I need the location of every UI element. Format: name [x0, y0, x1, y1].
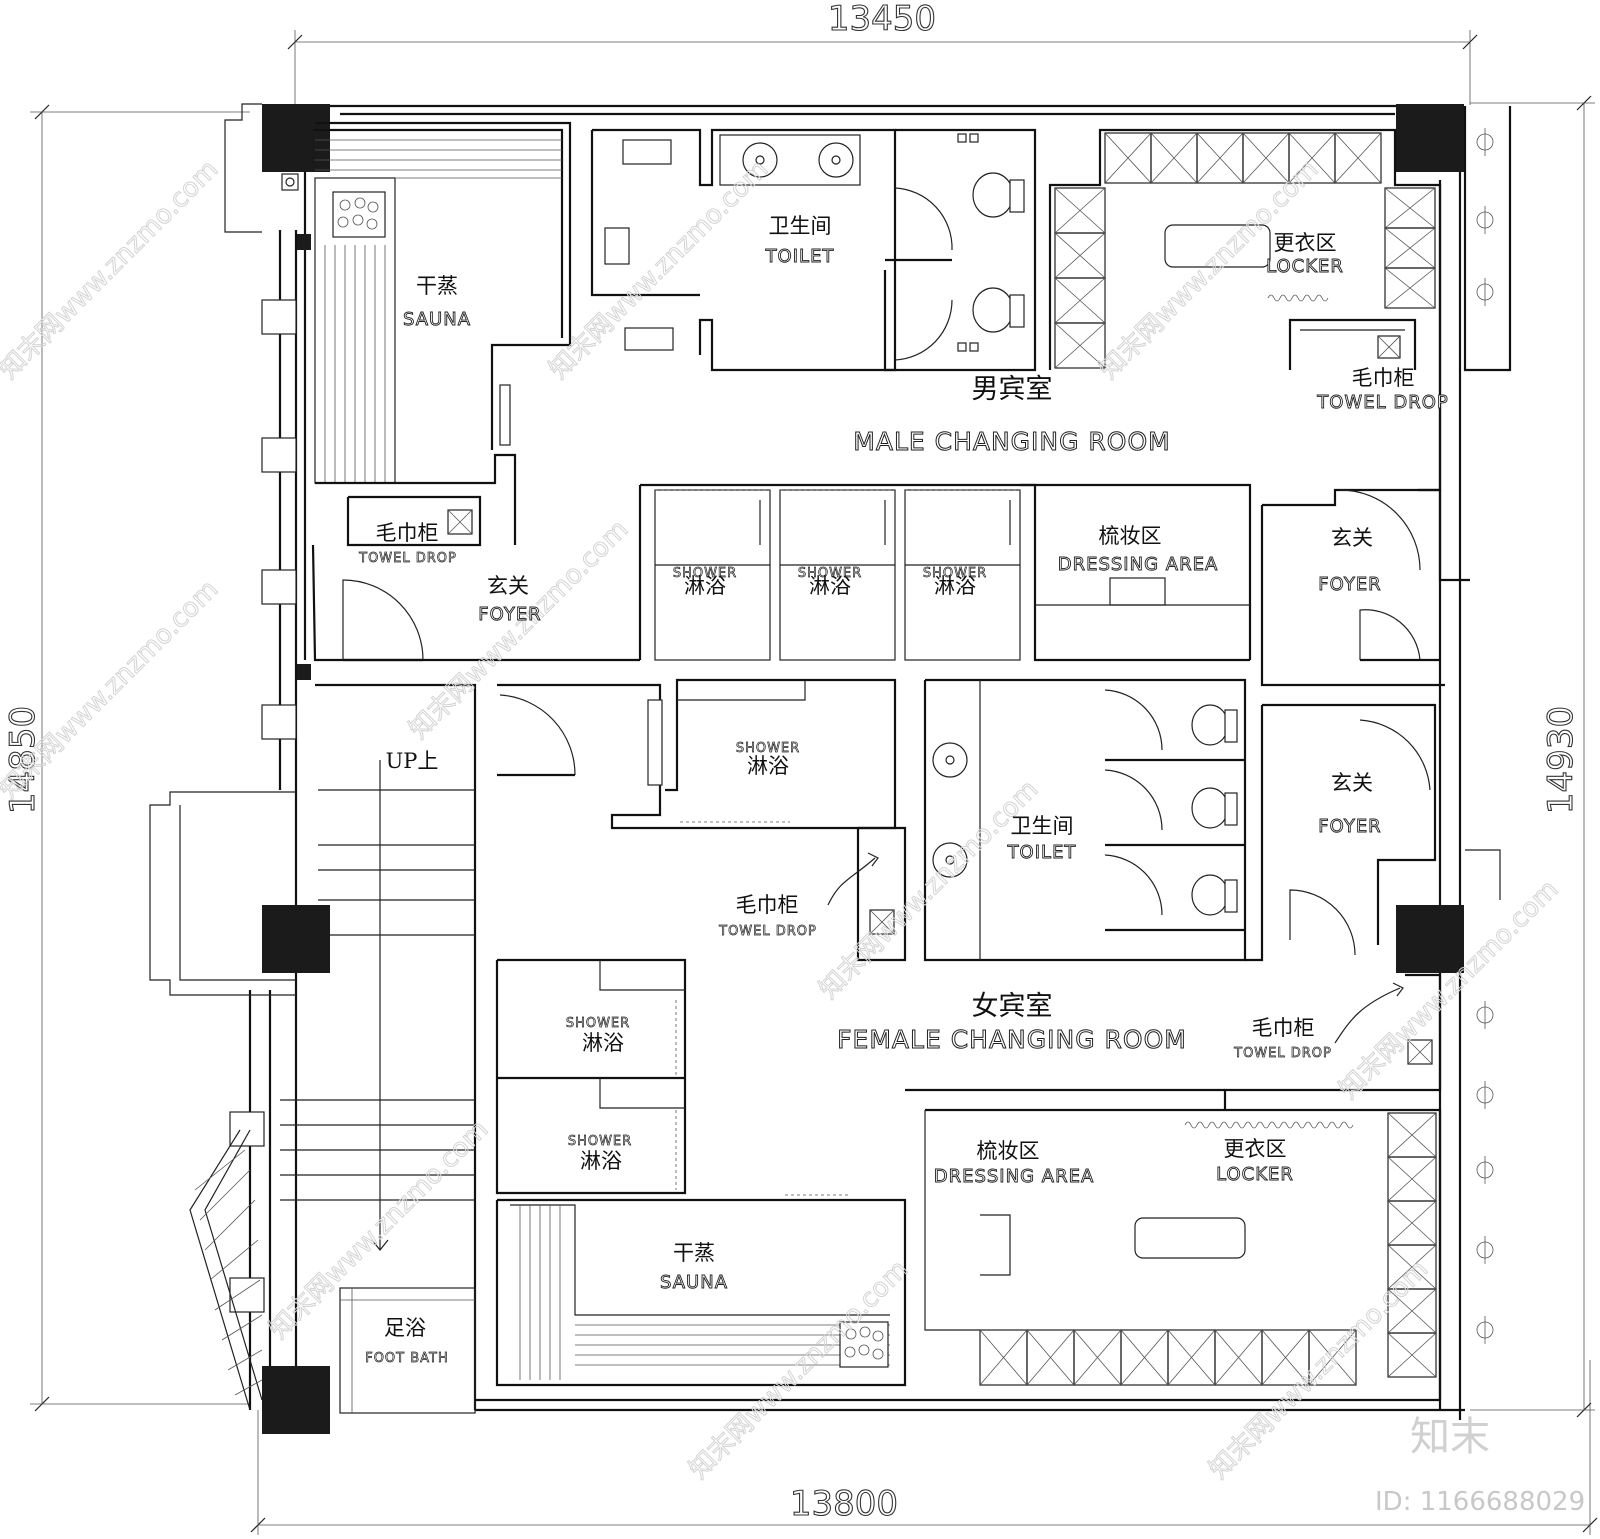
footbath-cn: 足浴 [384, 1316, 426, 1340]
footbath-en: FOOT BATH [365, 1351, 449, 1366]
column-top-left [262, 104, 330, 172]
male-sauna-label-en: SAUNA [403, 309, 471, 330]
male-towel-left-cn: 毛巾柜 [376, 521, 439, 545]
watermark-text: 知末网www.znzmo.com [0, 574, 224, 805]
male-foyer-right-cn: 玄关 [1331, 526, 1373, 550]
female-title-en: FEMALE CHANGING ROOM [837, 1025, 1187, 1054]
male-title-cn: 男宾室 [972, 374, 1053, 405]
female-title-cn: 女宾室 [972, 991, 1053, 1022]
right-facade-markers [1465, 128, 1501, 1344]
female-sauna-en: SAUNA [660, 1272, 728, 1293]
female-shower-2-cn: 淋浴 [582, 1031, 624, 1055]
sauna-stove [332, 191, 386, 238]
female-dressing-cn: 梳妆区 [977, 1139, 1040, 1163]
dimension-bottom: 13800 [790, 1484, 898, 1524]
dimension-right: 14930 [1541, 706, 1581, 814]
male-shower-2-en: SHOWER [798, 566, 862, 581]
watermark-text: 知末网www.znzmo.com [404, 514, 635, 745]
female-sauna-cn: 干蒸 [673, 1241, 715, 1265]
room-labels: 干蒸 SAUNA 卫生间 TOILET 更衣区 LOCKER 毛巾柜 TOWEL… [358, 214, 1448, 1366]
column-mid-right [1396, 905, 1464, 973]
male-locker-label-en: LOCKER [1266, 256, 1344, 277]
watermark-text: 知末网www.znzmo.com [1204, 1254, 1435, 1485]
male-shower-3-en: SHOWER [923, 566, 987, 581]
dimension-top: 13450 [828, 0, 936, 39]
male-towel-left-en: TOWEL DROP [358, 551, 457, 566]
column-bottom-left [262, 1366, 330, 1434]
structural-columns [262, 104, 1464, 1434]
female-toilet-en: TOILET [1007, 842, 1077, 863]
male-dressing-en: DRESSING AREA [1058, 554, 1219, 575]
male-towel-right-en: TOWEL DROP [1316, 392, 1448, 413]
female-shower-1-en: SHOWER [736, 741, 800, 756]
watermark-text: 知末网www.znzmo.com [264, 1114, 495, 1345]
left-facade [149, 103, 299, 1411]
male-title-en: MALE CHANGING ROOM [853, 427, 1170, 456]
female-foyer-en: FOYER [1318, 816, 1381, 837]
column-top-right [1396, 104, 1464, 172]
watermark-id: ID: 1166688029 [1375, 1487, 1585, 1517]
column-mid-left [262, 905, 330, 973]
male-toilet-label-en: TOILET [765, 246, 835, 267]
male-shower-1-en: SHOWER [673, 566, 737, 581]
male-locker-label-cn: 更衣区 [1274, 231, 1337, 255]
female-toilet-cn: 卫生间 [1011, 814, 1074, 838]
outer-walls [248, 104, 1512, 1420]
watermark-logo: 知末 [1410, 1414, 1490, 1460]
female-towel-mid-cn: 毛巾柜 [736, 893, 799, 917]
female-locker-cn: 更衣区 [1224, 1137, 1287, 1161]
female-towel-right-en: TOWEL DROP [1233, 1046, 1332, 1061]
female-foyer-cn: 玄关 [1331, 771, 1373, 795]
female-shower-3-en: SHOWER [568, 1134, 632, 1149]
male-foyer-left-en: FOYER [478, 604, 541, 625]
male-foyer-left-cn: 玄关 [487, 574, 529, 598]
male-shower-1-cn: 淋浴 [684, 574, 726, 598]
male-shower-2-cn: 淋浴 [809, 574, 851, 598]
female-shower-1-cn: 淋浴 [747, 754, 789, 778]
female-towel-mid-en: TOWEL DROP [718, 924, 817, 939]
male-shower-3-cn: 淋浴 [934, 574, 976, 598]
female-shower-3-cn: 淋浴 [580, 1149, 622, 1173]
female-shower-2-en: SHOWER [566, 1016, 630, 1031]
male-dressing-cn: 梳妆区 [1099, 524, 1162, 548]
male-zone [311, 121, 1470, 687]
male-towel-right-cn: 毛巾柜 [1352, 366, 1415, 390]
female-zone [280, 678, 1442, 1414]
female-towel-right-cn: 毛巾柜 [1252, 1016, 1315, 1040]
stair-label: UP上 [386, 749, 439, 773]
dimension-left: 14850 [3, 706, 43, 814]
female-locker-en: LOCKER [1216, 1164, 1294, 1185]
female-dressing-en: DRESSING AREA [934, 1166, 1095, 1187]
male-sauna-label-cn: 干蒸 [416, 274, 458, 298]
male-toilet-label-cn: 卫生间 [769, 214, 832, 238]
male-foyer-right-en: FOYER [1318, 574, 1381, 595]
watermark-text: 知末网www.znzmo.com [814, 774, 1045, 1005]
watermark-text: 知末网www.znzmo.com [0, 154, 224, 385]
